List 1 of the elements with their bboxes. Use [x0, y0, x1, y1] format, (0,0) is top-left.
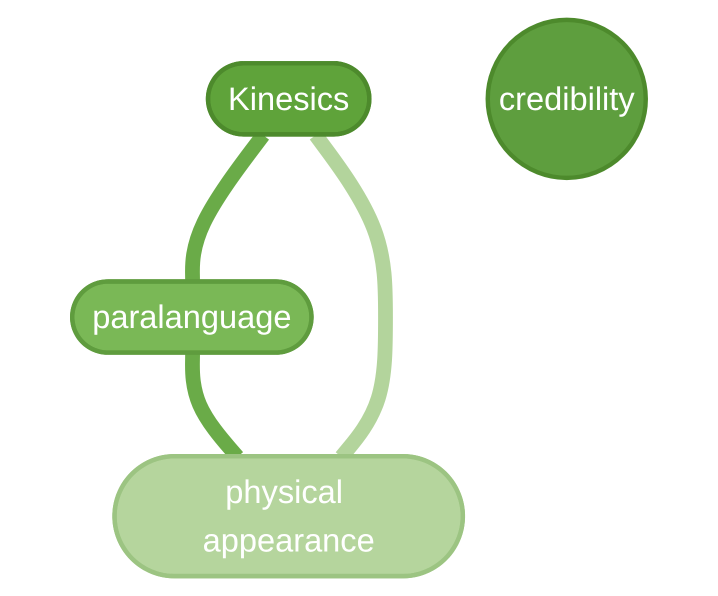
node-circle: credibility — [486, 18, 648, 180]
